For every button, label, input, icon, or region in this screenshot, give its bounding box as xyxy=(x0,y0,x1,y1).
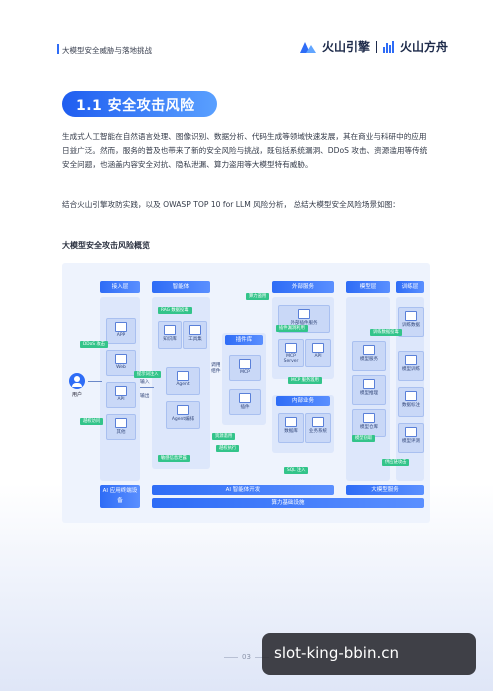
model-service-box: 模型服务 xyxy=(352,341,386,371)
intro-paragraph: 生成式人工智能在自然语言处理、图像识别、数据分析、代码生成等领域快速发展，其在商… xyxy=(62,132,428,169)
risk-tag: 模型窃取 xyxy=(352,435,376,442)
user-icon xyxy=(69,373,85,389)
io-arrow xyxy=(140,387,154,388)
section-heading: 1.1 安全攻击风险 xyxy=(62,91,217,117)
brand-volcano-engine: 火山引擎 xyxy=(322,40,371,54)
risk-tag: RAG 数据投毒 xyxy=(158,307,192,314)
risk-tag: 敏感信息泄露 xyxy=(158,455,190,462)
risk-tag: 提示词注入 xyxy=(134,371,162,378)
user-access-arrow xyxy=(88,381,102,382)
risk-tag: 算力盗用 xyxy=(246,293,270,300)
brand-logo: 火山引擎 火山方舟 xyxy=(300,38,448,55)
plugin-mcp-box: MCP xyxy=(229,355,261,381)
volcano-engine-logo-icon xyxy=(300,41,316,53)
risk-tag: DDoS 攻击 xyxy=(80,341,108,348)
bottom-compute-infra: 算力基础设施 xyxy=(152,498,424,508)
header-accent-bar xyxy=(57,44,59,54)
access-api-box: API xyxy=(106,382,136,408)
column-access-layer: 接入层 xyxy=(100,281,140,293)
risk-tag: 训练数据投毒 xyxy=(370,329,402,336)
column-external-services: 外部服务 xyxy=(272,281,334,293)
agent-toolset-box: 工具集 xyxy=(183,321,207,349)
risk-overview-diagram: 接入层 智能体 外部服务 模型层 训练层 APP Web API 其他 知识库 … xyxy=(62,263,430,523)
access-other-box: 其他 xyxy=(106,414,136,440)
figure-title: 大模型安全攻击风险概览 xyxy=(62,241,150,250)
plugin-header: 插件库 xyxy=(225,335,263,345)
input-label: 输入 xyxy=(140,380,150,385)
access-app-box: APP xyxy=(106,318,136,344)
training-annotation-box: 数据标注 xyxy=(398,387,424,417)
internal-header: 内部业务 xyxy=(276,396,330,406)
risk-tag: 插件漏洞利用 xyxy=(276,325,308,332)
running-header: 大模型安全威胁与落地挑战 xyxy=(62,46,152,55)
logo-divider xyxy=(376,40,378,53)
ark-logo-icon xyxy=(383,40,395,53)
training-model-box: 模型训练 xyxy=(398,351,424,381)
output-label: 输出 xyxy=(140,394,150,399)
page-footer: 03 xyxy=(0,653,493,661)
watermark-badge: slot-king-bbin.cn xyxy=(262,633,476,675)
footer-line-right xyxy=(254,656,269,658)
risk-tag: MCP 服务滥用 xyxy=(288,377,322,384)
plugin-box: 插件 xyxy=(229,389,261,415)
training-data-box: 训练数据 xyxy=(398,307,424,337)
access-web-box: Web xyxy=(106,350,136,376)
agent-knowledge-base-box: 知识库 xyxy=(158,321,182,349)
risk-tag: 资源滥用 xyxy=(212,433,236,440)
bottom-ai-terminal: AI 应用终端设备 xyxy=(100,485,140,508)
internal-business-system-box: 业务系统 xyxy=(305,413,331,443)
user-label: 用户 xyxy=(71,392,82,398)
model-inference-box: 模型推理 xyxy=(352,375,386,405)
user-node: 用户 xyxy=(67,373,87,398)
section-title: 1.1 安全攻击风险 xyxy=(76,98,195,114)
risk-tag: 越权执行 xyxy=(216,445,240,452)
column-agent: 智能体 xyxy=(152,281,210,293)
footer-line-left xyxy=(224,656,239,658)
context-paragraph: 结合火山引擎攻防实践，以及 OWASP TOP 10 for LLM 风险分析，… xyxy=(62,200,400,209)
brand-volcano-ark: 火山方舟 xyxy=(400,40,449,54)
external-mcp-server-box: MCP Server xyxy=(278,339,304,367)
external-api-box: API xyxy=(305,339,331,367)
column-model-layer: 模型层 xyxy=(346,281,390,293)
bottom-model-service: 大模型服务 xyxy=(346,485,424,495)
risk-tag: 越权访问 xyxy=(80,418,104,425)
agent-core-box: Agent xyxy=(166,367,200,395)
watermark-text: slot-king-bbin.cn xyxy=(274,644,399,662)
internal-database-box: 数据库 xyxy=(278,413,304,443)
page-number: 03 xyxy=(242,653,251,661)
model-repository-box: 模型仓库 xyxy=(352,409,386,437)
risk-tag: 供应链攻击 xyxy=(382,459,410,466)
column-training-layer: 训练层 xyxy=(396,281,424,293)
bottom-agent-dev: AI 智能体开发 xyxy=(152,485,334,495)
training-evaluation-box: 模型评测 xyxy=(398,423,424,453)
agent-orchestration-box: Agent编排 xyxy=(166,401,200,429)
risk-tag: SQL 注入 xyxy=(284,467,309,474)
call-component-label: 调用组件 xyxy=(211,363,221,374)
